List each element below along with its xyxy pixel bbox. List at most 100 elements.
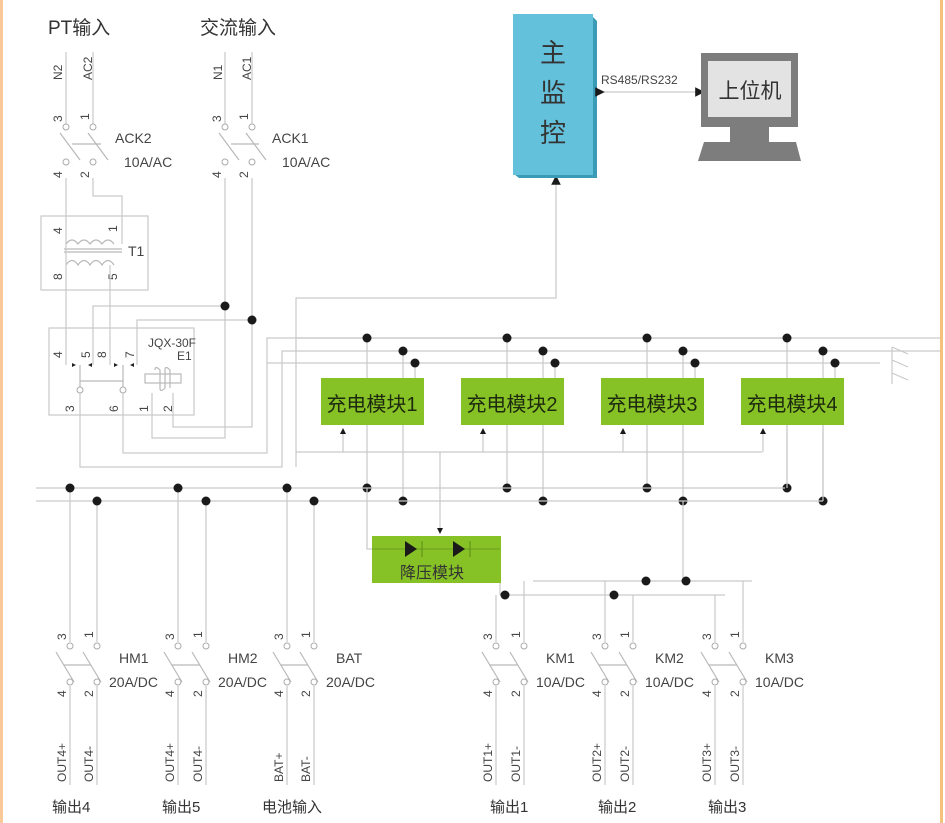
pin-label: 4: [481, 690, 495, 697]
pc-computer: 上位机: [698, 53, 801, 161]
junction-dot: [690, 358, 700, 368]
switch-blade: [618, 651, 638, 683]
relay-pin3: 3: [63, 405, 77, 412]
switch-blade: [82, 651, 102, 683]
ack1-pin4: 4: [210, 171, 224, 178]
terminal: [283, 642, 291, 650]
switch-blade: [272, 651, 292, 683]
pin-label: 4: [272, 690, 286, 697]
buck-module: 降压模块: [372, 536, 501, 583]
terminal: [93, 642, 101, 650]
charging-module-4: 充电模块4: [741, 333, 844, 506]
junction-dot: [92, 496, 102, 506]
charging-module-2: 充电模块2: [461, 333, 564, 506]
switch-name: BAT: [336, 650, 363, 666]
switch-blade: [163, 651, 183, 683]
module-box: [461, 378, 564, 425]
ack2-switch-group: N2 AC2 3 1 4 2 ACK2 10A/AC: [51, 52, 172, 178]
right-border: [940, 0, 943, 823]
terminal: [520, 678, 528, 686]
relay-pin8: 8: [95, 351, 109, 358]
switch-blade: [55, 651, 75, 683]
terminal: [739, 642, 747, 650]
output-label: 电池输入: [262, 799, 322, 816]
t1-pin5: 5: [106, 273, 120, 280]
monitor-char-2: 监: [540, 78, 566, 108]
line-label: BAT-: [299, 756, 313, 782]
relay-pin2: 2: [161, 405, 175, 412]
terminal: [629, 678, 637, 686]
ack2-name: ACK2: [115, 130, 152, 146]
ack2-pin2: 2: [78, 171, 92, 178]
pin-label: 2: [299, 690, 313, 697]
switch-blade: [509, 651, 529, 683]
buck-module-label: 降压模块: [400, 564, 464, 582]
switch-name: KM1: [546, 650, 575, 666]
line-label: OUT3+: [700, 743, 714, 782]
relay-jqx30f: JQX-30F E1 4 5 8 7 3 6 1 2: [48, 327, 196, 416]
pin-label: 1: [618, 631, 632, 638]
line-label: OUT2-: [618, 746, 632, 782]
line-label: BAT+: [272, 753, 286, 782]
pin-label: 1: [299, 631, 313, 638]
terminal: [283, 678, 291, 686]
monitor-char-3: 控: [540, 118, 566, 148]
output-label: 输出3: [708, 799, 746, 816]
terminal: [492, 642, 500, 650]
relay-name: E1: [177, 349, 192, 363]
t1-pin1: 1: [106, 225, 120, 232]
ack2-pin1: 1: [78, 113, 92, 120]
line-label: OUT1-: [509, 746, 523, 782]
switch-rating: 10A/DC: [755, 674, 804, 690]
pin-label: 1: [191, 631, 205, 638]
pc-label: 上位机: [719, 80, 782, 103]
output-label: 输出4: [52, 799, 90, 816]
module-label: 充电模块3: [606, 393, 697, 416]
junction-dot: [502, 333, 512, 343]
pin-label: 1: [728, 631, 742, 638]
junction-dot: [398, 346, 408, 356]
ack1-rating: 10A/AC: [282, 154, 330, 170]
pin-label: 1: [509, 631, 523, 638]
switch-name: HM1: [119, 650, 149, 666]
output-label: 输出2: [598, 799, 636, 816]
module-box: [601, 378, 704, 425]
monitor-char-1: 主: [540, 38, 566, 68]
switch-rating: 10A/DC: [645, 674, 694, 690]
t1-name: T1: [128, 243, 145, 259]
n1-label: N1: [211, 64, 225, 80]
t1-pin4: 4: [51, 227, 65, 234]
switch-rating: 20A/DC: [326, 674, 375, 690]
comm-label: RS485/RS232: [601, 73, 678, 87]
t1-pin8: 8: [51, 273, 65, 280]
line-label: OUT1+: [481, 743, 495, 782]
junction-dot: [642, 333, 652, 343]
line-label: OUT4-: [191, 746, 205, 782]
module-label: 充电模块1: [326, 393, 417, 416]
line-label: OUT4+: [55, 743, 69, 782]
junction-dot: [201, 496, 211, 506]
junction-dot: [678, 346, 688, 356]
pin-label: 2: [728, 690, 742, 697]
relay-pin7: 7: [123, 351, 137, 358]
ac1-label: AC1: [240, 56, 254, 80]
terminal: [629, 642, 637, 650]
ac2-label: AC2: [81, 56, 95, 80]
terminal: [601, 642, 609, 650]
ac-input-title: 交流输入: [200, 17, 276, 39]
switch-blade: [728, 651, 748, 683]
ack1-pin1: 1: [237, 113, 251, 120]
junction-dot: [282, 483, 292, 493]
relay-pin6: 6: [107, 405, 121, 412]
module-label: 充电模块2: [466, 393, 557, 416]
output-label: 输出1: [490, 799, 528, 816]
terminal: [310, 678, 318, 686]
junction-dot: [550, 358, 560, 368]
terminal: [492, 678, 500, 686]
pin-label: 4: [700, 690, 714, 697]
pin-label: 4: [163, 690, 177, 697]
terminal: [66, 678, 74, 686]
